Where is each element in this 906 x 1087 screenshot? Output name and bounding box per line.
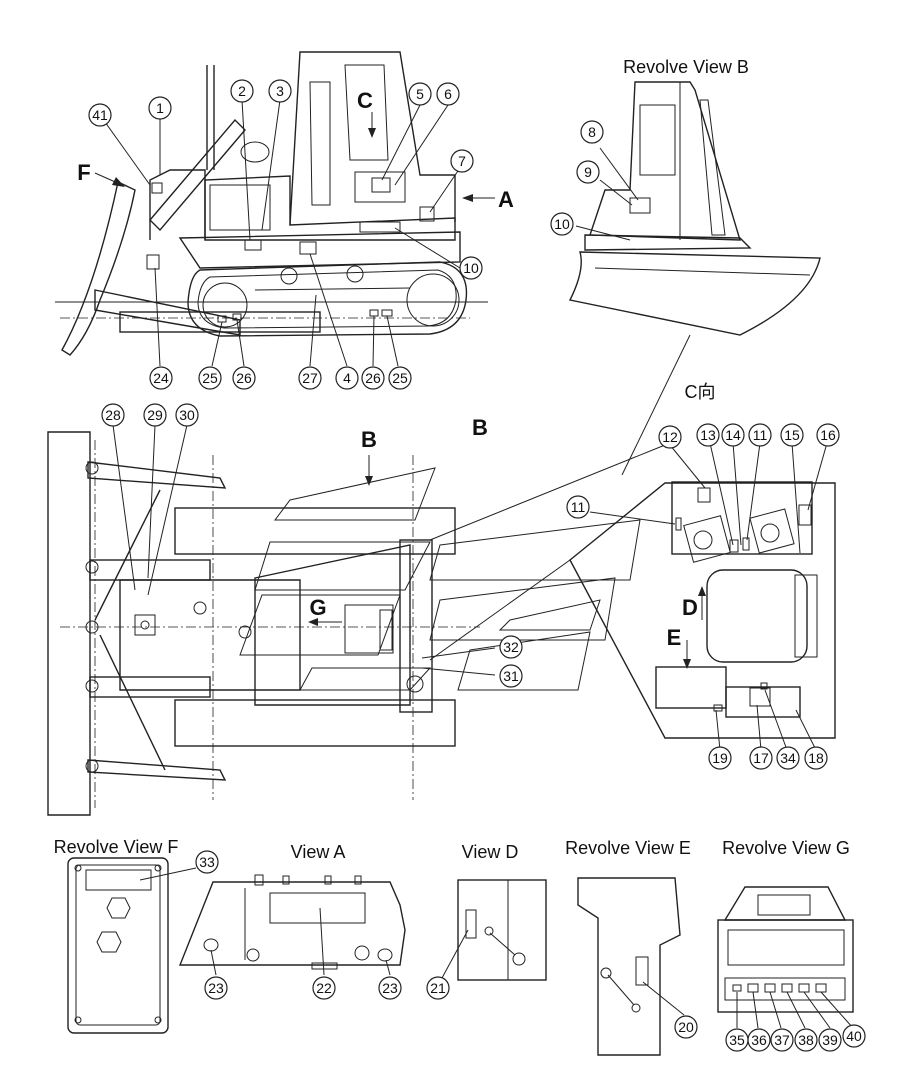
view-d: View D bbox=[441, 842, 547, 981]
callout-28: 28 bbox=[105, 407, 121, 423]
callout-33: 33 bbox=[199, 854, 215, 870]
callouts: 41 1 2 3 5 6 7 10 24 25 26 27 4 26 25 8 … bbox=[88, 79, 866, 1052]
arrow-label-b-top: B bbox=[361, 427, 377, 452]
callout-24: 24 bbox=[153, 370, 169, 386]
callout-31: 31 bbox=[503, 668, 519, 684]
callout-23-right: 23 bbox=[382, 980, 398, 996]
arrow-label-c: C bbox=[357, 88, 373, 113]
arrow-label-a: A bbox=[498, 187, 514, 212]
callout-15: 15 bbox=[784, 427, 800, 443]
callout-10-b: 10 bbox=[554, 216, 570, 232]
title-revolve-view-f: Revolve View F bbox=[54, 837, 179, 857]
title-revolve-view-g: Revolve View G bbox=[722, 838, 850, 858]
callout-10-side: 10 bbox=[463, 260, 479, 276]
callout-26-left: 26 bbox=[236, 370, 252, 386]
callout-3: 3 bbox=[276, 83, 284, 99]
callout-38: 38 bbox=[798, 1032, 814, 1048]
title-revolve-view-e: Revolve View E bbox=[565, 838, 691, 858]
callout-32: 32 bbox=[503, 639, 519, 655]
callout-39: 39 bbox=[822, 1032, 838, 1048]
callout-34: 34 bbox=[780, 750, 796, 766]
callout-23-left: 23 bbox=[208, 980, 224, 996]
title-view-d: View D bbox=[462, 842, 519, 862]
callout-20: 20 bbox=[678, 1019, 694, 1035]
callout-36: 36 bbox=[751, 1032, 767, 1048]
callout-37: 37 bbox=[774, 1032, 790, 1048]
callout-17: 17 bbox=[753, 750, 769, 766]
callout-14: 14 bbox=[725, 427, 741, 443]
callout-26-right: 26 bbox=[365, 370, 381, 386]
revolve-view-b: Revolve View B bbox=[568, 57, 821, 476]
revolve-view-g: Revolve View G bbox=[717, 838, 854, 1029]
callout-13: 13 bbox=[700, 427, 716, 443]
side-view: F A C bbox=[55, 51, 514, 367]
revolve-view-f: Revolve View F bbox=[54, 837, 197, 1034]
title-view-a: View A bbox=[291, 842, 346, 862]
arrow-label-f: F bbox=[77, 160, 90, 185]
arrow-label-e: E bbox=[667, 625, 682, 650]
callout-11-left: 11 bbox=[571, 499, 586, 515]
callout-21: 21 bbox=[430, 980, 446, 996]
callout-1: 1 bbox=[156, 100, 164, 116]
view-a: View A bbox=[178, 842, 406, 976]
callout-30: 30 bbox=[179, 407, 195, 423]
callout-40: 40 bbox=[846, 1028, 862, 1044]
callout-12: 12 bbox=[662, 429, 678, 445]
c-direction-view: C向 D E bbox=[569, 382, 836, 751]
callout-18: 18 bbox=[808, 750, 824, 766]
revolve-view-e: Revolve View E bbox=[565, 838, 691, 1056]
callout-8: 8 bbox=[588, 124, 596, 140]
title-revolve-view-b: Revolve View B bbox=[623, 57, 749, 77]
arrow-label-b-line: B bbox=[472, 415, 488, 440]
arrow-label-g: G bbox=[309, 595, 326, 620]
callout-41: 41 bbox=[92, 107, 108, 123]
arrow-label-d: D bbox=[682, 595, 698, 620]
callout-2: 2 bbox=[238, 83, 246, 99]
callout-22: 22 bbox=[316, 980, 332, 996]
top-view: B B G bbox=[47, 415, 666, 816]
callout-11-top: 11 bbox=[753, 427, 768, 443]
callout-25-right: 25 bbox=[392, 370, 408, 386]
callout-29: 29 bbox=[147, 407, 163, 423]
callout-27: 27 bbox=[302, 370, 318, 386]
callout-5: 5 bbox=[416, 86, 424, 102]
callout-35: 35 bbox=[729, 1032, 745, 1048]
callout-19: 19 bbox=[712, 750, 728, 766]
callout-25-left: 25 bbox=[202, 370, 218, 386]
callout-7: 7 bbox=[458, 153, 466, 169]
title-c-direction: C向 bbox=[685, 382, 716, 402]
callout-16: 16 bbox=[820, 427, 836, 443]
callout-9: 9 bbox=[584, 164, 592, 180]
callout-4: 4 bbox=[343, 370, 351, 386]
callout-6: 6 bbox=[444, 86, 452, 102]
